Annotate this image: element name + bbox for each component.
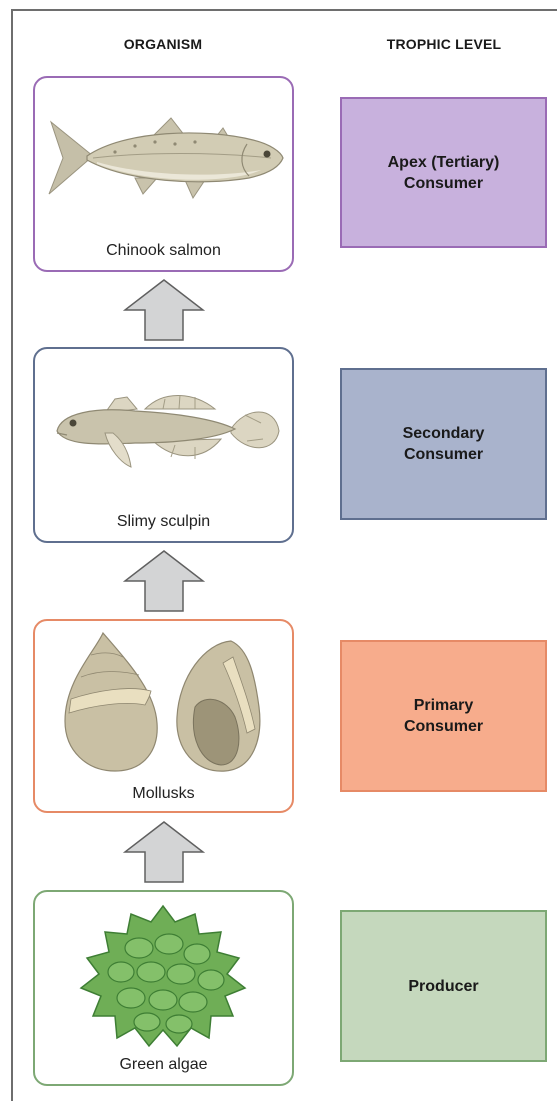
trophic-level-apex: Apex (Tertiary) Consumer: [340, 97, 547, 248]
organism-box-mollusks: Mollusks: [33, 619, 294, 813]
organism-label: Chinook salmon: [35, 242, 292, 260]
organism-box-slimy-sculpin: Slimy sculpin: [33, 347, 294, 543]
sculpin-icon: [35, 349, 292, 499]
mollusk-icon: [35, 621, 292, 781]
salmon-icon: [35, 78, 292, 228]
energy-flow-arrow: [123, 549, 205, 613]
trophic-level-label: Producer: [408, 976, 478, 997]
trophic-level-label: Secondary Consumer: [403, 423, 485, 465]
frame-top-line: [11, 9, 557, 11]
organism-label: Green algae: [35, 1056, 292, 1074]
organism-label: Slimy sculpin: [35, 513, 292, 531]
trophic-level-header: TROPHIC LEVEL: [343, 36, 545, 52]
trophic-level-primary: Primary Consumer: [340, 640, 547, 792]
organism-header: ORGANISM: [88, 36, 238, 52]
organism-label: Mollusks: [35, 785, 292, 803]
energy-flow-arrow: [123, 820, 205, 884]
trophic-level-label: Apex (Tertiary) Consumer: [388, 152, 500, 194]
organism-box-green-algae: Green algae: [33, 890, 294, 1086]
frame-left-line: [11, 9, 13, 1101]
trophic-level-producer: Producer: [340, 910, 547, 1062]
green-algae-icon: [35, 892, 292, 1062]
trophic-level-secondary: Secondary Consumer: [340, 368, 547, 520]
energy-flow-arrow: [123, 278, 205, 342]
organism-box-chinook-salmon: Chinook salmon: [33, 76, 294, 272]
trophic-level-label: Primary Consumer: [404, 695, 483, 737]
